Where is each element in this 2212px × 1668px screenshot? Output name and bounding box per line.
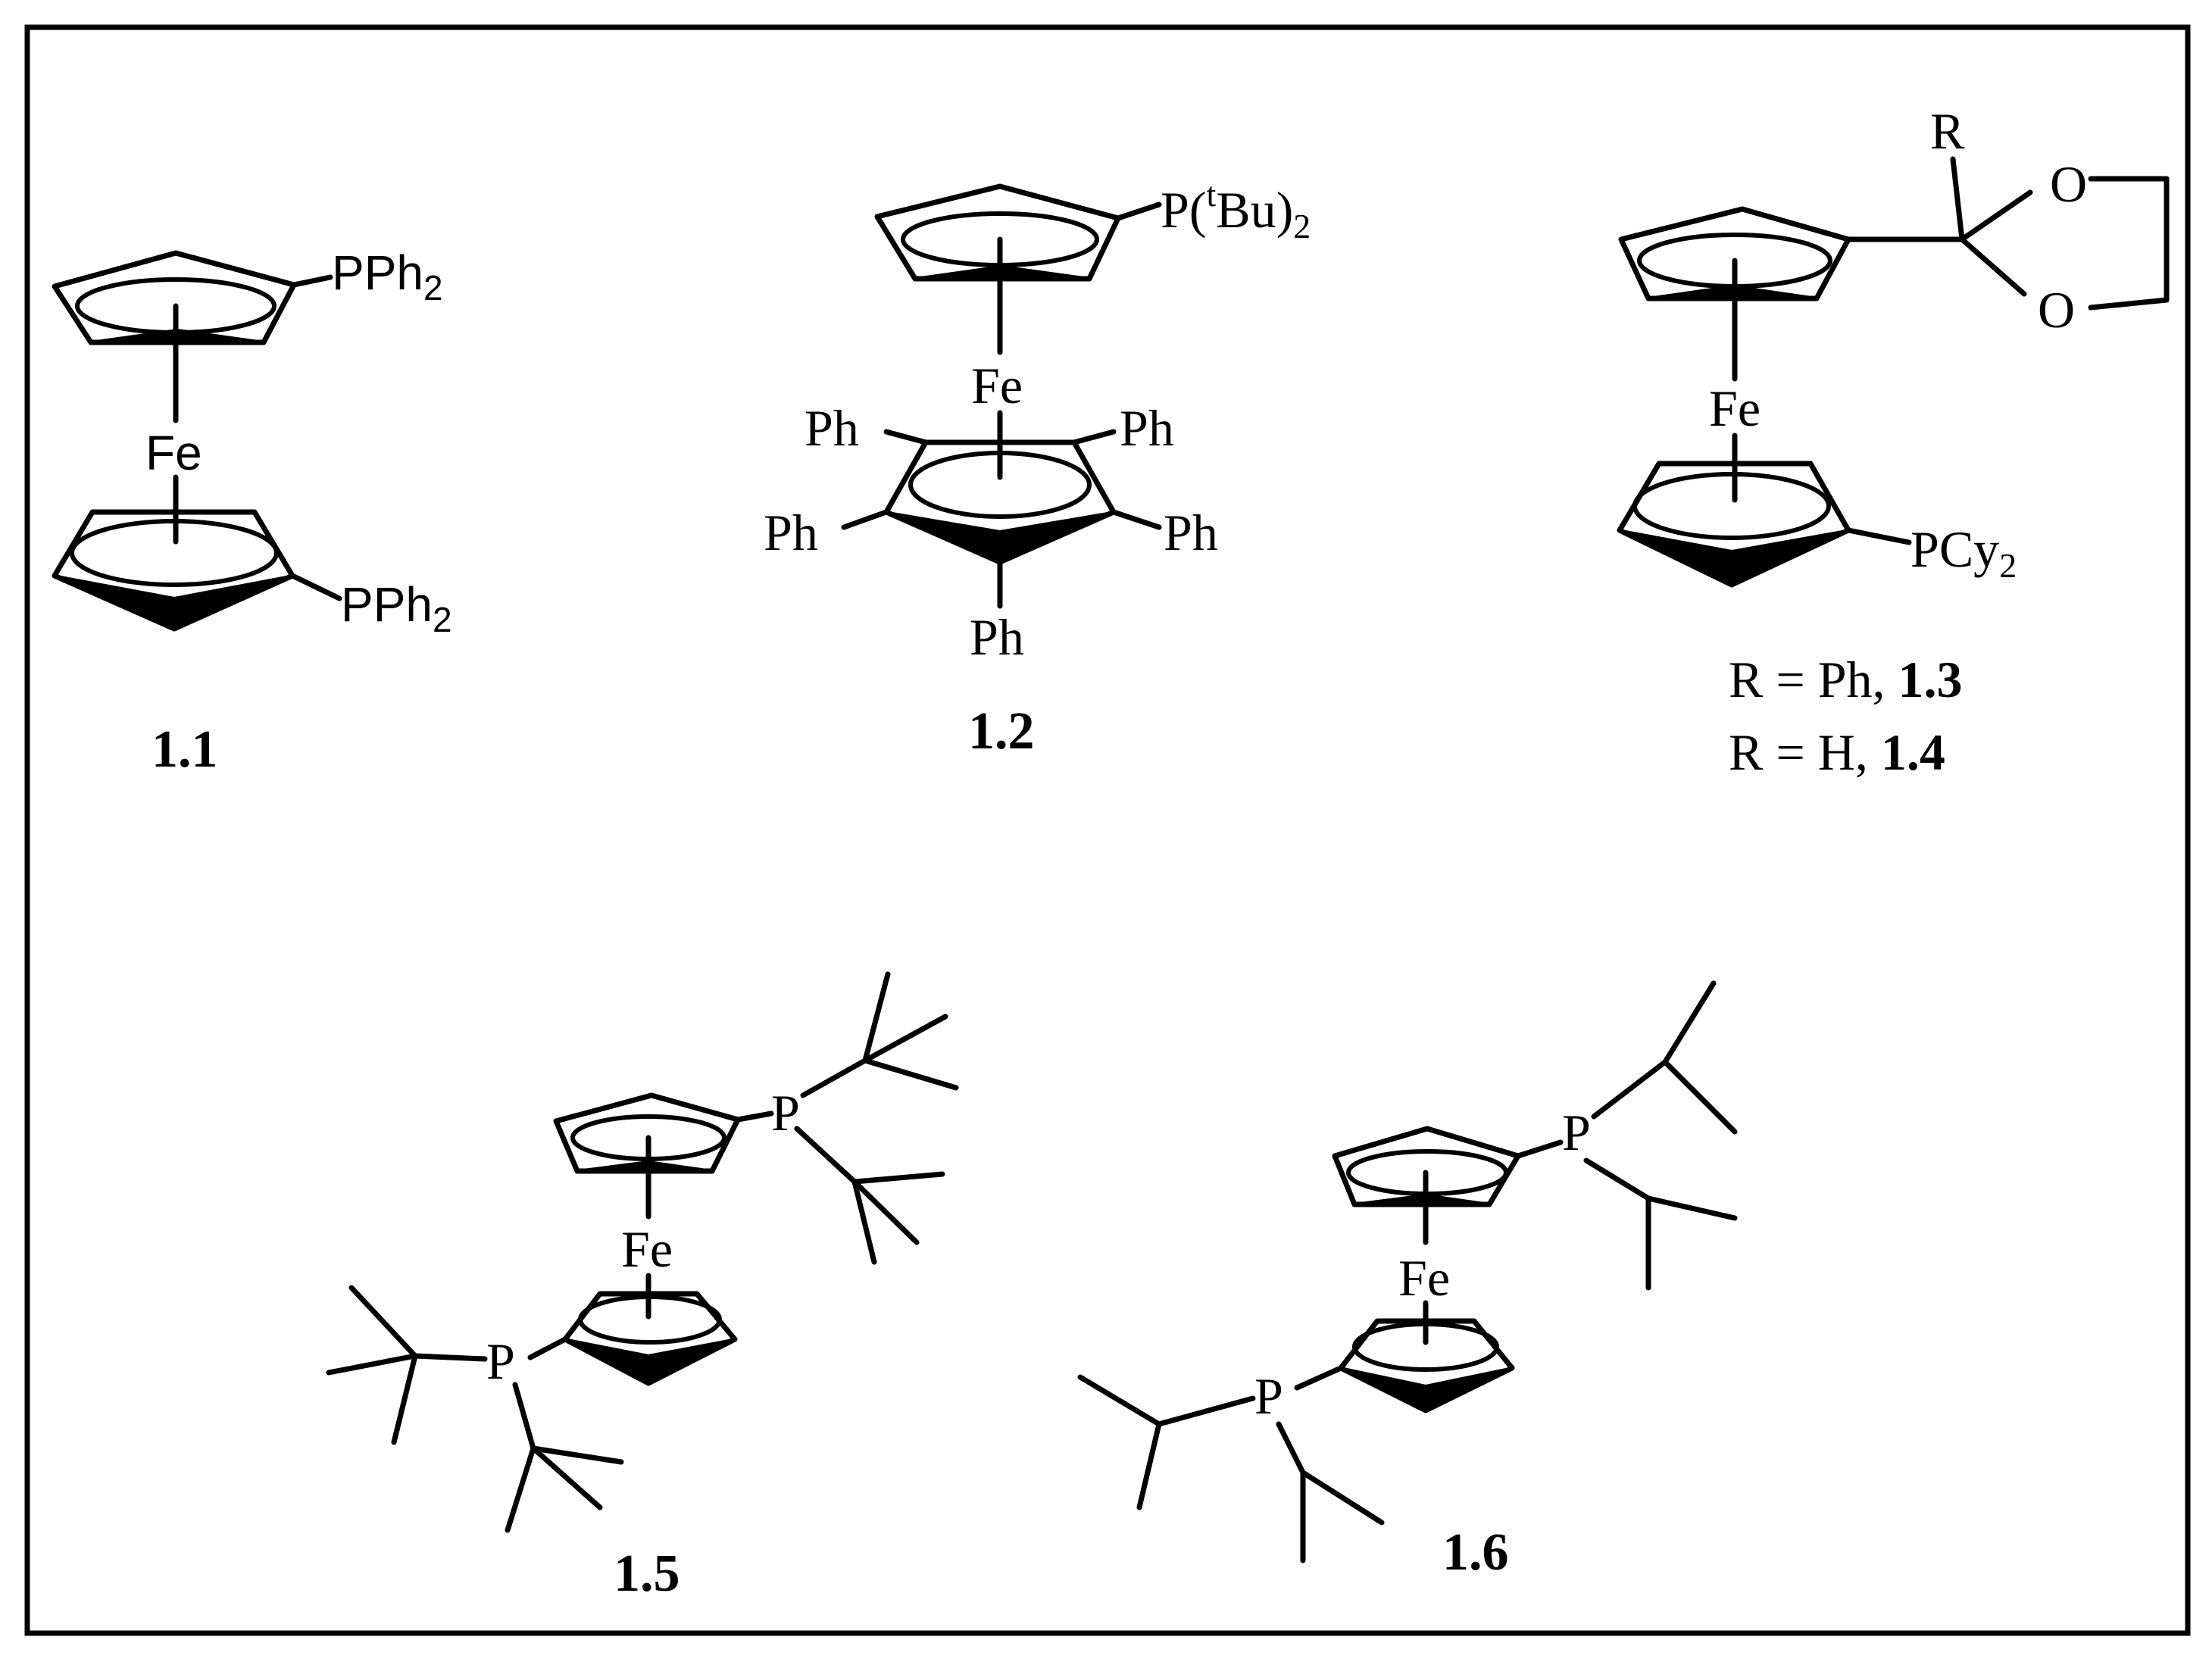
- compound-1-2: P(tBu)2 Fe Ph Ph Ph Ph Ph 1.2: [764, 175, 1311, 761]
- phenyl-upper-right: Ph: [1120, 399, 1174, 457]
- compound-1-1: PPh2 Fe PPh2 1.1: [52, 245, 452, 779]
- metal-fe-label: Fe: [1398, 1249, 1450, 1307]
- bottom-phosphine-label: PPh2: [341, 577, 452, 639]
- metal-fe-label: Fe: [1709, 380, 1761, 437]
- cp-ring-bottom: [52, 509, 295, 632]
- compound-number: 1.5: [614, 1545, 680, 1603]
- compound-number: 1.2: [968, 702, 1035, 761]
- cp-ring-bottom: [1617, 461, 1851, 588]
- r-group-label: R: [1930, 102, 1965, 160]
- phosphorus-lower: P: [1254, 1367, 1283, 1425]
- phenyl-lower-left: Ph: [764, 504, 818, 561]
- figure-frame: [24, 24, 2191, 1636]
- cp-ring-top: [553, 1092, 741, 1174]
- phosphine-label: PCy2: [1911, 520, 2017, 585]
- metal-fe-label: Fe: [971, 357, 1023, 414]
- compound-1-6: P Fe P 1.6: [1077, 980, 1738, 1582]
- cp-ring-bottom: [1338, 1318, 1515, 1413]
- phenyl-upper-left: Ph: [805, 399, 859, 457]
- cp-ring-bottom: [562, 1291, 738, 1386]
- compound-number: 1.6: [1442, 1523, 1509, 1582]
- oxygen-upper: O: [2050, 155, 2087, 213]
- metal-fe-label: Fe: [145, 426, 202, 480]
- phenyl-bottom: Ph: [970, 608, 1024, 666]
- top-phosphine-label: PPh2: [332, 245, 443, 308]
- compound-id-line-2: R = H, 1.4: [1729, 723, 1945, 781]
- compound-1-3-1-4: R O O Fe PCy2 R = Ph, 1.3 R = H, 1.4: [1617, 102, 2170, 781]
- phosphorus-upper: P: [771, 1084, 800, 1142]
- compound-number: 1.1: [152, 720, 218, 779]
- phosphorus-upper: P: [1562, 1104, 1591, 1161]
- cp-ring-bottom: [883, 439, 1117, 565]
- metal-fe-label: Fe: [621, 1220, 673, 1278]
- oxygen-lower: O: [2038, 281, 2075, 339]
- compound-id-line-1: R = Ph, 1.3: [1729, 651, 1963, 708]
- phosphorus-lower: P: [486, 1332, 515, 1390]
- compound-1-5: P Fe P 1.5: [326, 971, 959, 1603]
- phenyl-lower-right: Ph: [1164, 504, 1218, 561]
- phosphine-label: P(tBu)2: [1161, 175, 1311, 245]
